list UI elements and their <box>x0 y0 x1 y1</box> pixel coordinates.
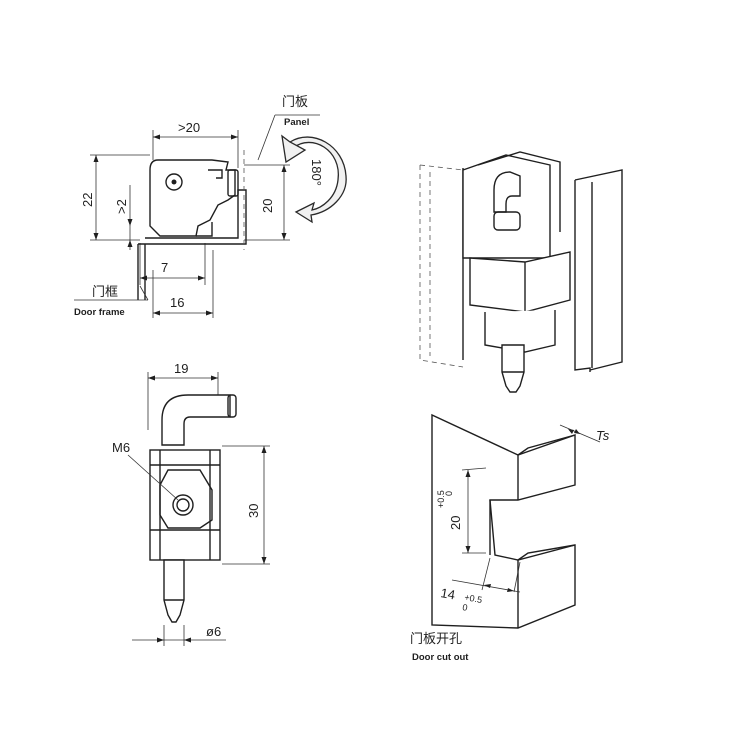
side-view: >20 22 >2 20 7 16 门板 Pan <box>74 95 347 318</box>
isometric-view <box>419 151 623 393</box>
cut-width-tol-lower: 0 <box>462 602 469 613</box>
bent-tube <box>161 394 231 446</box>
panel-label-en: Panel <box>284 117 309 128</box>
door-frame-plate <box>137 189 247 300</box>
cut-height-tol-upper: +0.5 <box>436 490 446 508</box>
thread-label: M6 <box>112 440 130 455</box>
dim-bottom-width: 16 <box>170 295 184 310</box>
dim-width: 19 <box>174 361 188 376</box>
hinge-body-front <box>149 449 221 561</box>
ts-leader <box>559 424 601 443</box>
rotation-arrow-icon <box>289 136 347 224</box>
thread-leader <box>127 454 179 501</box>
dim-inner-width: 7 <box>161 260 168 275</box>
dim-height: 30 <box>246 504 261 518</box>
panel-label-cn: 门板 <box>282 95 308 110</box>
panel-leader <box>257 114 276 161</box>
rotation-angle: 180° <box>309 159 324 186</box>
cut-height-dim: 20 <box>448 516 463 530</box>
cutout-label-cn: 门板开孔 <box>410 632 462 647</box>
dim-top-width: >20 <box>178 120 200 135</box>
cut-width-dim: 14 <box>439 585 456 602</box>
dim-min-gap: >2 <box>114 199 129 214</box>
dim-height-right: 20 <box>260 199 275 213</box>
cutout-label-en: Door cut out <box>412 652 469 663</box>
dim-pin-dia: ø6 <box>206 624 221 639</box>
pin-hole-side <box>165 173 183 191</box>
cut-width-tol-upper: +0.5 <box>464 592 483 605</box>
front-view: 19 M6 30 ø6 <box>112 361 270 646</box>
dim-height-left: 22 <box>80 193 95 207</box>
cut-height-tol-lower: 0 <box>444 491 454 496</box>
thread-hole <box>172 494 194 516</box>
frame-label-cn: 门框 <box>92 285 118 300</box>
cutout-view: Ts 20 +0.5 0 14 +0.5 0 门板开孔 Door cut out <box>410 413 610 663</box>
hinge-pin <box>163 559 185 623</box>
frame-label-en: Door frame <box>74 307 125 318</box>
ts-label: Ts <box>596 428 610 443</box>
